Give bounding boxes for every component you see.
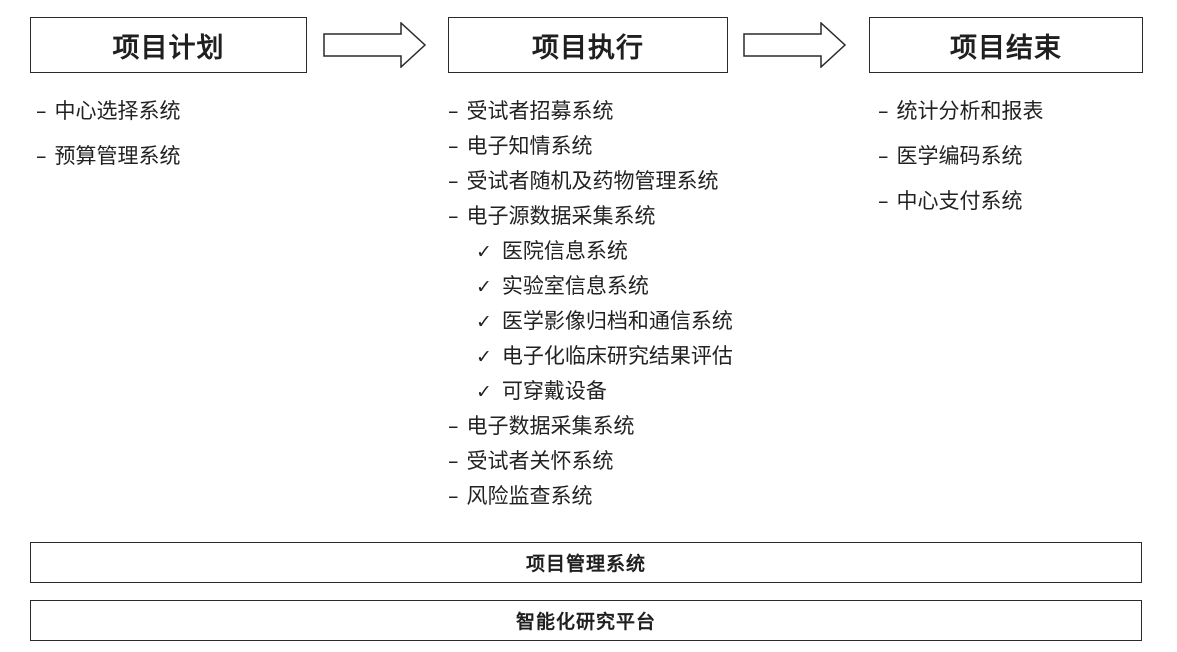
list-item: –电子源数据采集系统 bbox=[448, 199, 733, 234]
list-item-label: 预算管理系统 bbox=[54, 144, 181, 168]
list-item-label: 受试者招募系统 bbox=[466, 99, 614, 123]
dash-marker: – bbox=[878, 99, 889, 123]
list-item: –中心支付系统 bbox=[878, 184, 1044, 229]
sub-list-item: ✓ 医院信息系统 bbox=[448, 234, 733, 269]
phase-closeout-box: 项目结束 bbox=[869, 17, 1143, 73]
dash-marker: – bbox=[878, 189, 889, 213]
dash-marker: – bbox=[878, 144, 889, 168]
list-item-label: 电子数据采集系统 bbox=[466, 414, 635, 438]
dash-marker: – bbox=[448, 414, 459, 438]
check-icon: ✓ bbox=[476, 311, 492, 333]
dash-marker: – bbox=[448, 134, 459, 158]
right-arrow-icon bbox=[743, 22, 847, 68]
sub-list-item: ✓ 可穿戴设备 bbox=[448, 374, 733, 409]
execution-system-list: –受试者招募系统 –电子知情系统 –受试者随机及药物管理系统 –电子源数据采集系… bbox=[448, 94, 733, 514]
list-item-label: 受试者关怀系统 bbox=[466, 449, 614, 473]
list-item-label: 电子化临床研究结果评估 bbox=[501, 344, 733, 368]
list-item: –风险监查系统 bbox=[448, 479, 733, 514]
right-arrow-icon bbox=[323, 22, 427, 68]
list-item: –受试者招募系统 bbox=[448, 94, 733, 129]
dash-marker: – bbox=[448, 99, 459, 123]
dash-marker: – bbox=[448, 484, 459, 508]
list-item: –电子数据采集系统 bbox=[448, 409, 733, 444]
list-item-label: 医院信息系统 bbox=[501, 239, 628, 263]
list-item-label: 可穿戴设备 bbox=[501, 379, 607, 403]
list-item: –中心选择系统 bbox=[36, 94, 181, 139]
phase-plan-box: 项目计划 bbox=[30, 17, 307, 73]
list-item-label: 电子知情系统 bbox=[466, 134, 593, 158]
check-icon: ✓ bbox=[476, 381, 492, 403]
dash-marker: – bbox=[448, 204, 459, 228]
list-item-label: 医学影像归档和通信系统 bbox=[501, 309, 733, 333]
list-item-label: 实验室信息系统 bbox=[501, 274, 649, 298]
dash-marker: – bbox=[448, 169, 459, 193]
phase-execution-box: 项目执行 bbox=[448, 17, 728, 73]
list-item: –受试者关怀系统 bbox=[448, 444, 733, 479]
sub-list-item: ✓ 实验室信息系统 bbox=[448, 269, 733, 304]
list-item-label: 中心选择系统 bbox=[54, 99, 181, 123]
list-item-label: 受试者随机及药物管理系统 bbox=[466, 169, 719, 193]
sub-list-item: ✓ 电子化临床研究结果评估 bbox=[448, 339, 733, 374]
list-item: –电子知情系统 bbox=[448, 129, 733, 164]
check-icon: ✓ bbox=[476, 276, 492, 298]
list-item-label: 风险监查系统 bbox=[466, 484, 593, 508]
list-item: –统计分析和报表 bbox=[878, 94, 1044, 139]
list-item: –受试者随机及药物管理系统 bbox=[448, 164, 733, 199]
check-icon: ✓ bbox=[476, 346, 492, 368]
plan-system-list: –中心选择系统 –预算管理系统 bbox=[36, 94, 181, 184]
dash-marker: – bbox=[448, 449, 459, 473]
list-item: –预算管理系统 bbox=[36, 139, 181, 184]
list-item-label: 中心支付系统 bbox=[896, 189, 1023, 213]
check-icon: ✓ bbox=[476, 241, 492, 263]
project-management-system-bar: 项目管理系统 bbox=[30, 542, 1142, 583]
list-item-label: 电子源数据采集系统 bbox=[466, 204, 656, 228]
dash-marker: – bbox=[36, 144, 47, 168]
closeout-system-list: –统计分析和报表 –医学编码系统 –中心支付系统 bbox=[878, 94, 1044, 229]
list-item: –医学编码系统 bbox=[878, 139, 1044, 184]
dash-marker: – bbox=[36, 99, 47, 123]
list-item-label: 医学编码系统 bbox=[896, 144, 1023, 168]
sub-list-item: ✓ 医学影像归档和通信系统 bbox=[448, 304, 733, 339]
list-item-label: 统计分析和报表 bbox=[896, 99, 1044, 123]
intelligent-research-platform-bar: 智能化研究平台 bbox=[30, 600, 1142, 641]
